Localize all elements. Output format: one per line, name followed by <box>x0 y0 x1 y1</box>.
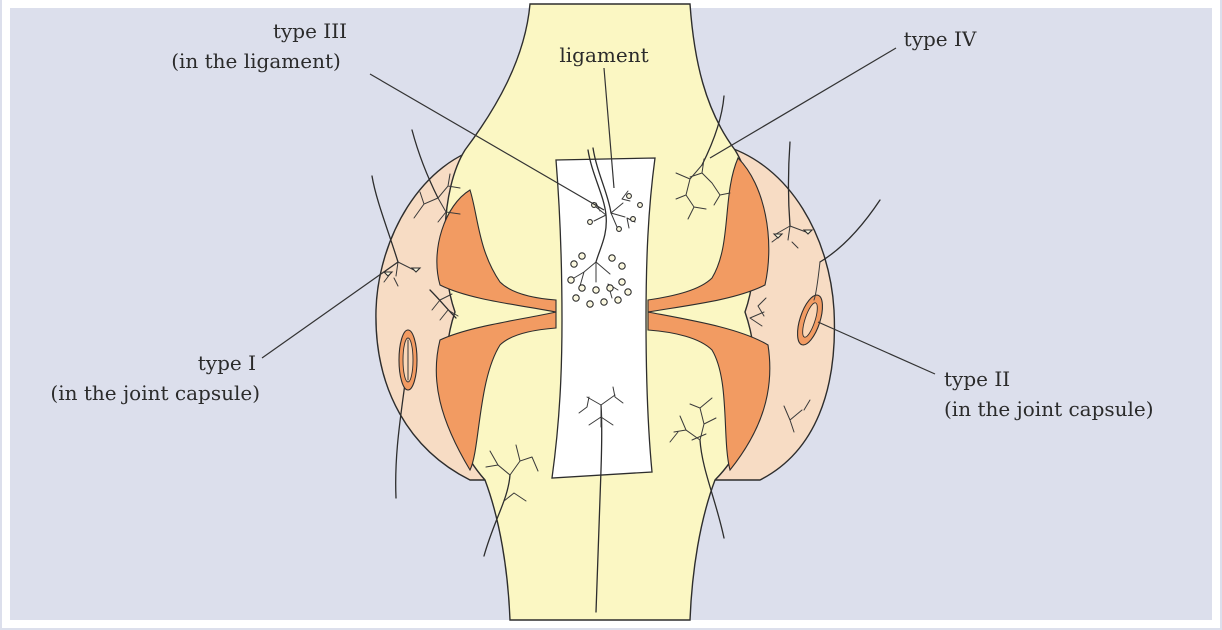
label-type-iii-location: (in the ligament) <box>171 49 341 73</box>
label-type-ii-location: (in the joint capsule) <box>944 397 1154 421</box>
label-type-iv: type IV <box>904 27 977 51</box>
label-type-ii: type II <box>944 367 1010 391</box>
label-type-i-location: (in the joint capsule) <box>50 381 260 405</box>
label-ligament: ligament <box>559 43 648 67</box>
left-type-ii-corpuscle <box>399 330 417 390</box>
label-type-i: type I <box>198 351 256 375</box>
label-type-iii: type III <box>273 19 347 43</box>
